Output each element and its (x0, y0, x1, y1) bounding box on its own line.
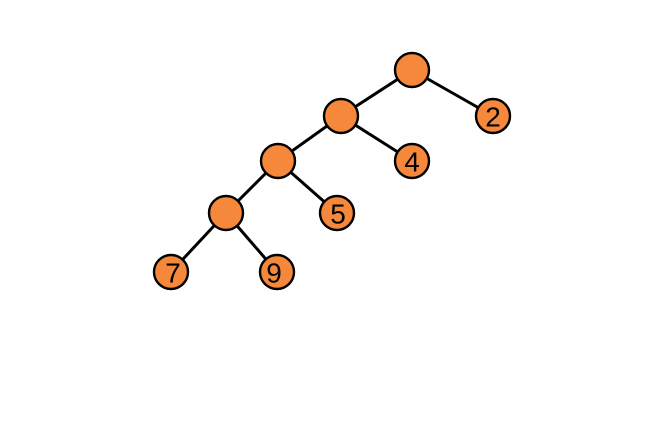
tree-node-internal-2 (259, 142, 297, 180)
tree-node-internal-1 (322, 97, 360, 135)
tree-node-root (393, 51, 431, 89)
tree-leaf-7: 7 (152, 253, 190, 291)
node-circle (152, 253, 190, 291)
node-circle (259, 142, 297, 180)
node-label: 5 (330, 199, 346, 230)
tree-leaf-4: 4 (393, 142, 431, 180)
tree-leaf-2: 2 (474, 97, 512, 135)
node-label: 7 (165, 258, 181, 289)
node-circle (474, 97, 512, 135)
node-circle (322, 97, 360, 135)
tree-node-internal-3 (207, 194, 245, 232)
tree-leaf-9: 9 (258, 253, 296, 291)
node-circle (207, 194, 245, 232)
tree-leaf-5: 5 (318, 194, 356, 232)
node-circle (318, 194, 356, 232)
node-label: 2 (485, 102, 501, 133)
tree-nodes: 2 4 5 7 9 (152, 51, 512, 291)
node-label: 9 (266, 258, 282, 289)
node-circle (393, 51, 431, 89)
node-circle (393, 142, 431, 180)
node-label: 4 (404, 147, 420, 178)
node-circle (258, 253, 296, 291)
